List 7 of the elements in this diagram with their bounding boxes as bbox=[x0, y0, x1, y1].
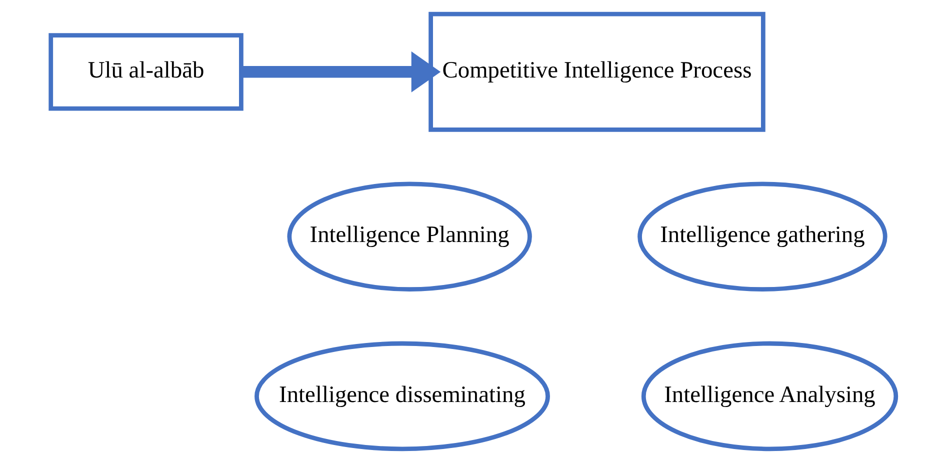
node-box: Ulū al-albāb bbox=[48, 33, 244, 111]
node-ellipse: Intelligence Planning bbox=[287, 182, 532, 292]
arrow bbox=[242, 51, 441, 92]
node-box: Competitive Intelligence Process bbox=[428, 12, 766, 132]
node-ellipse: Intelligence gathering bbox=[638, 182, 888, 292]
node-ellipse: Intelligence disseminating bbox=[254, 341, 550, 452]
node-ellipse: Intelligence Analysing bbox=[641, 341, 898, 452]
